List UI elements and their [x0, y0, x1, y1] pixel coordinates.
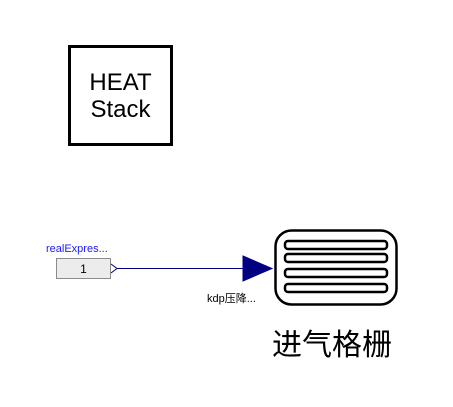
real-expression-value: 1: [80, 261, 87, 276]
output-port-triangle: [110, 263, 118, 274]
input-port-arrow: [242, 255, 274, 282]
heat-stack-label-line1: HEAT: [89, 68, 152, 96]
heat-stack-block[interactable]: HEAT Stack: [68, 45, 173, 146]
grille-icon[interactable]: [274, 229, 398, 306]
real-expression-block[interactable]: 1: [56, 258, 111, 279]
real-expression-name: realExpres...: [46, 243, 108, 255]
grille-title: 进气格栅: [272, 328, 392, 363]
heat-stack-label-line2: Stack: [90, 95, 151, 123]
input-port-label: kdp压降...: [207, 293, 256, 305]
